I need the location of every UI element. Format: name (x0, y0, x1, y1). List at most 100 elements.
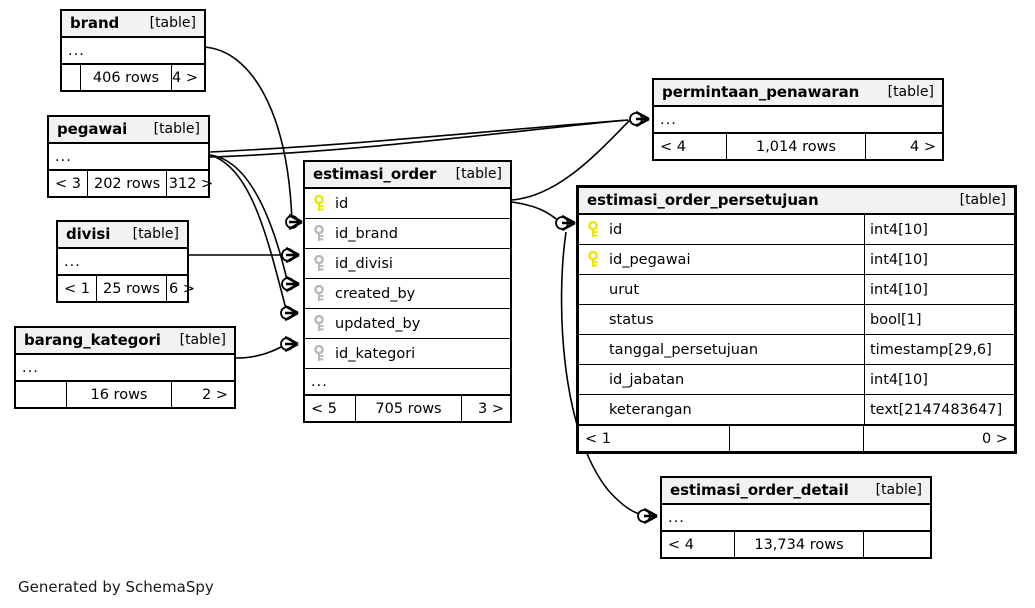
schemaspy-credit: Generated by SchemaSpy (18, 578, 214, 596)
columns-ellipsis: ... (305, 369, 510, 395)
column-type: int4[10] (870, 281, 928, 298)
table-header: brand [table] (62, 11, 204, 38)
table-name: estimasi_order_detail (670, 481, 849, 499)
table-pegawai[interactable]: pegawai [table] ... < 3 202 rows 312 > (47, 115, 213, 198)
edge-barang-kategori-to-id-kategori (235, 343, 288, 359)
table-tag: [table] (153, 121, 200, 137)
footer-parents: < 5 (311, 400, 337, 417)
footer-children (864, 532, 930, 557)
edge-pegawai-to-created-by (209, 154, 289, 285)
columns-ellipsis: ... (58, 249, 187, 275)
column-name: keterangan (609, 401, 692, 418)
footer-parents: < 1 (585, 430, 611, 447)
column-row[interactable]: tanggal_persetujuan timestamp[29,6] (579, 335, 1014, 365)
footer-parents: < 4 (668, 536, 694, 553)
foreign-key-icon (312, 224, 326, 243)
table-header: estimasi_order [table] (305, 162, 510, 189)
table-footer: 16 rows 2 > (16, 381, 234, 407)
column-row[interactable]: id_kategori (305, 339, 510, 369)
column-name: tanggal_persetujuan (609, 341, 759, 358)
footer-rowcount: 25 rows (95, 276, 167, 301)
footer-parents: < 1 (64, 280, 90, 297)
table-name: permintaan_penawaran (662, 83, 860, 101)
footer-children: 6 > (169, 280, 195, 297)
column-row[interactable]: urut int4[10] (579, 275, 1014, 305)
column-type: text[2147483647] (870, 401, 1003, 418)
footer-parents (62, 65, 80, 90)
table-header: pegawai [table] (49, 117, 208, 144)
table-name: brand (70, 14, 120, 32)
footer-rowcount: 705 rows (355, 396, 462, 421)
footer-rowcount: 13,734 rows (734, 532, 864, 557)
footer-children: 0 > (982, 430, 1008, 447)
column-type: bool[1] (870, 311, 922, 328)
footer-parents: < 4 (660, 138, 686, 155)
table-footer: < 4 1,014 rows 4 > (654, 133, 942, 159)
footer-children: 2 > (202, 386, 228, 403)
column-row[interactable]: keterangan text[2147483647] (579, 395, 1014, 425)
table-brand[interactable]: brand [table] ... 406 rows 4 > (60, 9, 206, 92)
column-name: id_divisi (335, 255, 393, 272)
table-name: barang_kategori (24, 331, 161, 349)
edge-pegawai-to-permintaan-2 (209, 119, 629, 158)
columns-ellipsis: ... (49, 144, 208, 170)
footer-rowcount: 1,014 rows (726, 134, 866, 159)
table-header: divisi [table] (58, 222, 187, 249)
table-estimasi-order-detail[interactable]: estimasi_order_detail [table] ... < 4 13… (660, 476, 932, 559)
column-row[interactable]: status bool[1] (579, 305, 1014, 335)
column-row[interactable]: id (305, 189, 510, 219)
column-row[interactable]: id_jabatan int4[10] (579, 365, 1014, 395)
column-name: id_jabatan (609, 371, 685, 388)
table-footer: < 5 705 rows 3 > (305, 395, 510, 421)
footer-children: 4 > (172, 69, 198, 86)
table-header: barang_kategori [table] (16, 328, 234, 355)
table-name: pegawai (57, 120, 128, 138)
foreign-key-icon (312, 314, 326, 333)
foreign-key-icon (312, 284, 326, 303)
table-estimasi-order[interactable]: estimasi_order [table] id id_brand (303, 160, 512, 423)
table-tag: [table] (875, 482, 922, 498)
column-row[interactable]: created_by (305, 279, 510, 309)
column-type: timestamp[29,6] (870, 341, 992, 358)
footer-children: 4 > (910, 138, 936, 155)
table-permintaan-penawaran[interactable]: permintaan_penawaran [table] ... < 4 1,0… (652, 78, 944, 161)
column-type: int4[10] (870, 221, 928, 238)
primary-key-icon (312, 194, 326, 213)
columns-ellipsis: ... (16, 355, 234, 381)
table-footer: < 1 0 > (579, 425, 1014, 451)
footer-rowcount (729, 426, 864, 451)
table-tag: [table] (455, 166, 502, 182)
table-tag: [table] (179, 332, 226, 348)
footer-rowcount: 202 rows (86, 171, 168, 196)
table-estimasi-order-persetujuan[interactable]: estimasi_order_persetujuan [table] id in… (576, 185, 1017, 454)
foreign-key-icon (312, 254, 326, 273)
footer-children: 3 > (478, 400, 504, 417)
columns-ellipsis: ... (662, 505, 930, 531)
column-row[interactable]: id_pegawai int4[10] (579, 245, 1014, 275)
column-type: int4[10] (870, 371, 928, 388)
column-row[interactable]: id_divisi (305, 249, 510, 279)
table-divisi[interactable]: divisi [table] ... < 1 25 rows 6 > (56, 220, 195, 303)
column-type: int4[10] (870, 251, 928, 268)
column-row[interactable]: id int4[10] (579, 215, 1014, 245)
table-tag: [table] (959, 192, 1006, 208)
column-name: id_pegawai (609, 251, 691, 268)
table-footer: < 4 13,734 rows (662, 531, 930, 557)
column-name: id_brand (335, 225, 398, 242)
columns-ellipsis: ... (62, 38, 204, 64)
column-name: status (609, 311, 654, 328)
column-row[interactable]: updated_by (305, 309, 510, 339)
table-tag: [table] (887, 84, 934, 100)
footer-rowcount: 406 rows (80, 65, 172, 90)
table-footer: 406 rows 4 > (62, 64, 204, 90)
columns-ellipsis: ... (654, 107, 942, 133)
table-footer: < 1 25 rows 6 > (58, 275, 195, 301)
column-row[interactable]: id_brand (305, 219, 510, 249)
foreign-key-icon (312, 344, 326, 363)
edge-pegawai-to-updated-by (209, 154, 288, 314)
table-footer: < 3 202 rows 312 > (49, 170, 213, 196)
edge-pegawai-to-permintaan-1 (209, 119, 629, 153)
table-barang-kategori[interactable]: barang_kategori [table] ... 16 rows 2 > (14, 326, 236, 409)
footer-rowcount: 16 rows (66, 382, 172, 407)
